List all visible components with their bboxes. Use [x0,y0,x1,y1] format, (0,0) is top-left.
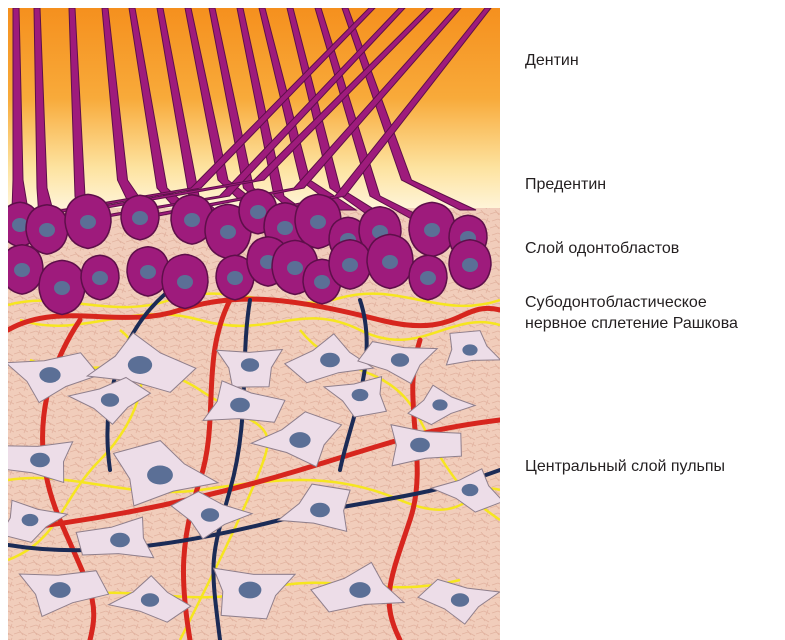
fibroblast-nucleus [128,356,152,374]
odontoblast-nucleus [177,275,193,289]
odontoblast-nucleus [310,215,326,229]
fibroblast-nucleus [349,582,370,598]
fibroblast-nucleus [201,508,219,521]
fibroblast-nucleus [320,353,340,368]
fibroblast-nucleus [141,593,159,606]
fibroblast-nucleus [147,465,173,484]
fibroblast-nucleus [22,514,39,526]
fibroblast-nucleus [391,353,409,366]
label-central-layer: Центральный слой пульпы [525,456,725,477]
fibroblast-nucleus [352,389,369,401]
odontoblast-nucleus [54,281,70,295]
fibroblast-nucleus [462,484,479,496]
label-plexus-line2: нервное сплетение Рашкова [525,313,738,334]
fibroblast-nucleus [30,453,50,468]
fibroblast-nucleus [39,367,60,383]
odontoblast-nucleus [92,271,108,285]
fibroblast-nucleus [110,533,130,548]
label-dentin: Дентин [525,50,579,71]
odontoblast-nucleus [342,258,358,272]
odontoblast-nucleus [14,263,30,277]
odontoblast-nucleus [277,221,293,235]
fibroblast-nucleus [462,344,477,355]
fibroblast-nucleus [289,432,310,448]
odontoblast-nucleus [382,255,398,269]
odontoblast-nucleus [140,265,156,279]
label-predentin: Предентин [525,174,606,195]
fibroblast-nucleus [101,393,119,406]
odontoblast-nucleus [462,258,478,272]
fibroblast-nucleus [239,582,262,599]
fibroblast-nucleus [49,582,70,598]
label-plexus-line1: Субодонтобластическое [525,292,707,313]
fibroblast-nucleus [410,438,430,453]
fibroblast-nucleus [432,399,447,410]
odontoblast-nucleus [420,271,436,285]
odontoblast-nucleus [227,271,243,285]
label-odontoblast-layer: Слой одонтобластов [525,238,679,259]
fibroblast-nucleus [241,358,259,371]
odontoblast-nucleus [424,223,440,237]
odontoblast-nucleus [184,213,200,227]
odontoblast-nucleus [220,225,236,239]
odontoblast-nucleus [132,211,148,225]
odontoblast-nucleus [39,223,55,237]
odontoblast-nucleus [80,215,96,229]
fibroblast-nucleus [230,398,250,413]
fibroblast-nucleus [451,593,469,606]
odontoblast-nucleus [314,275,330,289]
fibroblast-nucleus [310,503,330,518]
odontoblast-nucleus [287,261,303,275]
odontoblast-nucleus [250,205,266,219]
